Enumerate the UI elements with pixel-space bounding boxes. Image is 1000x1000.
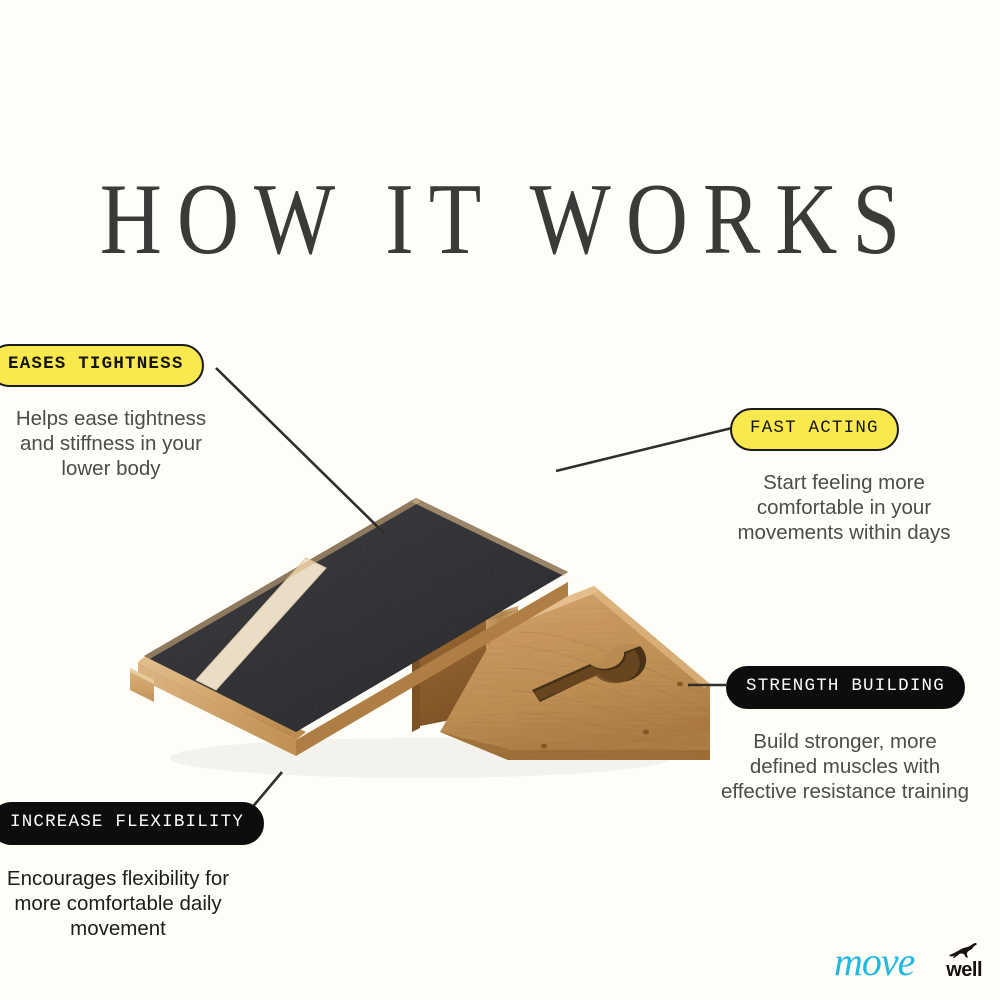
- brand-logo[interactable]: move well: [834, 934, 984, 986]
- badge-strength-building[interactable]: STRENGTH BUILDING: [726, 666, 965, 709]
- callout-strength-building: STRENGTH BUILDING Build stronger, more d…: [721, 666, 988, 804]
- description-increase-flexibility: Encourages flexibility for more comforta…: [6, 866, 230, 940]
- badge-eases-tightness[interactable]: EASES TIGHTNESS: [0, 344, 204, 387]
- page-title: HOW IT WORKS: [99, 162, 916, 276]
- product-image-slant-board: [120, 440, 760, 800]
- callout-eases-tightness: EASES TIGHTNESS Helps ease tightness and…: [0, 344, 233, 481]
- description-fast-acting: Start feeling more comfortable in your m…: [737, 470, 951, 544]
- deck-assembly: [130, 498, 578, 756]
- deck-center-stripe: [196, 558, 326, 690]
- screws: [541, 681, 683, 749]
- badge-increase-flexibility[interactable]: INCREASE FLEXIBILITY: [0, 802, 265, 845]
- deck-foot-lip: [130, 668, 154, 702]
- kangaroo-icon: [949, 943, 977, 958]
- badge-fast-acting[interactable]: FAST ACTING: [730, 408, 899, 451]
- handle-cutout: [532, 643, 647, 702]
- logo-word-well: well: [946, 959, 982, 981]
- logo-word-move: move: [834, 939, 915, 984]
- deck-right-edge: [296, 582, 568, 756]
- deck-front-edge: [138, 662, 296, 756]
- callout-increase-flexibility: INCREASE FLEXIBILITY Encourages flexibil…: [0, 802, 265, 941]
- callout-fast-acting: FAST ACTING Start feeling more comfortab…: [730, 408, 980, 545]
- description-strength-building: Build stronger, more defined muscles wit…: [720, 729, 970, 803]
- description-eases-tightness: Helps ease tightness and stiffness in yo…: [15, 406, 207, 480]
